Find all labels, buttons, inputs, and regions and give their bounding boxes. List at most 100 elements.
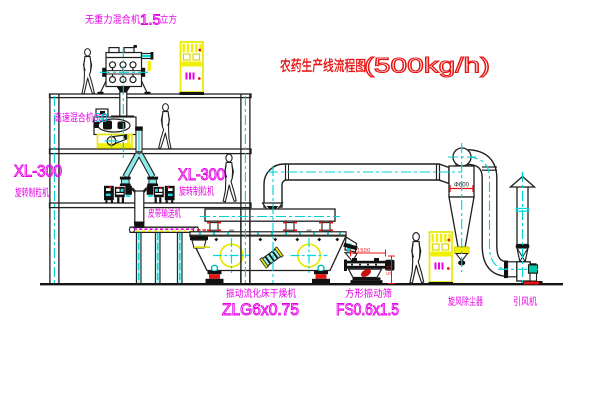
splitter-hopper-right xyxy=(147,176,159,186)
splitter-hopper-left-rect-1 xyxy=(121,178,130,185)
rotary-granulator-left-rect-12 xyxy=(121,197,124,204)
person-ground xyxy=(409,232,425,284)
bed-inlet xyxy=(190,236,210,249)
screen-dimensions xyxy=(350,249,395,284)
high-speed-mixer-rect-9 xyxy=(126,134,131,148)
zero-gravity-mixer-rect-5 xyxy=(123,46,135,54)
vibrating-screen-rect-1 xyxy=(345,260,387,264)
vibrating-screen-group-1 xyxy=(351,263,377,266)
bed-vibration-motor-line-1 xyxy=(264,256,271,264)
exhaust-stack-rect-2 xyxy=(515,244,530,248)
beam-second xyxy=(48,148,252,155)
conveyor-legs xyxy=(135,231,183,285)
diagram-title: 农药生产线流程图 (500kg/h) xyxy=(280,54,491,78)
label-granulator-left-model: XL-300 xyxy=(14,162,62,181)
label-dryer-model: ZLG6x0.75 xyxy=(222,300,299,319)
induced-draft-fan-rect-7 xyxy=(523,281,539,285)
rotary-granulator-right-rect-11 xyxy=(159,197,162,204)
y-splitter-line-3 xyxy=(123,153,140,178)
rotary-granulator-right-rect-2 xyxy=(153,186,164,198)
control-cabinet-upper-group-2 xyxy=(185,72,195,80)
vibrating-screen-group-1-circle-3 xyxy=(367,263,369,266)
bed-crosshair-left xyxy=(213,238,250,273)
rotary-granulator-left-rect-13 xyxy=(126,194,131,197)
exhaust-stack-line-4 xyxy=(516,247,526,262)
label-screen-model: FS0.6x1.5 xyxy=(336,300,399,319)
rotary-granulator-right-rect-6 xyxy=(159,188,163,192)
centerlines xyxy=(53,47,538,284)
control-cabinet-lower-rect-4 xyxy=(430,251,451,257)
rotary-granulator-right-circle-1 xyxy=(167,186,170,189)
bed-bolts-rect-1 xyxy=(214,237,219,242)
high-speed-mixer-line-1 xyxy=(111,134,127,138)
vibrating-screen-rect-6 xyxy=(374,258,379,261)
bed-foot-left-rect-3 xyxy=(205,278,224,284)
control-cabinet-lower xyxy=(428,231,453,285)
vibrating-screen: 1500 541 xyxy=(344,248,395,284)
column-left xyxy=(49,94,60,284)
label-belt-conveyor: 皮带输送机 xyxy=(148,207,181,220)
control-cabinet-upper-group-1-rect-1 xyxy=(182,43,185,53)
cyclone-outlet-pipe xyxy=(467,149,509,277)
rotary-granulator-left-rect-10 xyxy=(110,200,113,204)
control-cabinet-lower-group-1-rect-2 xyxy=(435,233,439,243)
control-cabinet-upper-rect-5 xyxy=(179,92,204,95)
rotary-granulator-left-rect-8 xyxy=(116,193,124,195)
rail-dots-circle-8 xyxy=(312,232,316,235)
building-frame xyxy=(48,93,252,284)
cyclone-outlet-pipe-path-2 xyxy=(467,150,509,276)
splitter-hopper-left-rect-3 xyxy=(119,183,131,186)
exhaust-duct-path-1 xyxy=(263,163,450,208)
bed-foot-right-rect-1 xyxy=(314,271,328,275)
bed-foot-right-circle-1 xyxy=(317,264,325,272)
mixer-discharge-chute-rect-2 xyxy=(135,126,143,131)
zero-gravity-mixer-rect-1 xyxy=(97,91,104,95)
control-cabinet-lower-circle-2 xyxy=(446,267,450,270)
zero-gravity-mixer-rect-2 xyxy=(144,91,151,95)
fluid-bed-dryer xyxy=(188,202,358,284)
title-text: 农药生产线流程图 xyxy=(280,58,366,75)
bed-foot-right-rect-2 xyxy=(315,274,327,279)
high-speed-mixer-rect-6 xyxy=(117,121,126,129)
hood-stubs-group-3 xyxy=(319,220,333,233)
rail-dots-circle-2 xyxy=(212,232,216,235)
high-speed-mixer-rect-8 xyxy=(98,143,131,147)
fluid-bed-dryer-rect-1 xyxy=(204,208,336,222)
rotary-granulator-left-rect-9 xyxy=(105,200,108,204)
y-splitter-rect-1 xyxy=(136,151,142,155)
control-cabinet-lower-rect-5 xyxy=(428,282,453,285)
rail-dots-circle-7 xyxy=(298,232,302,235)
control-cabinet-lower-group-1-rect-3 xyxy=(439,233,443,243)
control-cabinet-upper-group-1-rect-4 xyxy=(195,43,198,53)
vibrating-screen-rect-5 xyxy=(352,258,357,261)
bed-foot-left-rect-2 xyxy=(209,274,220,279)
splitter-hopper-right-rect-1 xyxy=(148,178,157,185)
vibrating-screen-ellipse-1 xyxy=(360,269,372,277)
bed-bolts-rect-5 xyxy=(317,237,322,242)
mixer-discharge-chute xyxy=(135,126,143,155)
rotary-granulator-left-rect-7 xyxy=(120,188,124,192)
zero-gravity-mixer-rect-6 xyxy=(133,45,137,48)
rotary-granulator-right-circle-2 xyxy=(159,186,162,189)
rotary-granulator-right-rect-13 xyxy=(148,194,153,197)
belt-conveyor-circle-1 xyxy=(128,226,136,233)
exhaust-duct xyxy=(263,163,450,208)
vibrating-screen-group-1-circle-2 xyxy=(359,263,361,266)
control-cabinet-upper-group-1-rect-3 xyxy=(190,43,194,53)
fluid-bed-dryer-rect-4 xyxy=(189,231,347,236)
rotary-granulator-right-rect-12 xyxy=(154,197,157,204)
zero-gravity-mixer-rect-4 xyxy=(108,46,120,54)
rail-dots-circle-4 xyxy=(256,232,260,235)
control-cabinet-upper-circle-1 xyxy=(198,48,202,52)
bed-vibration-motor-rect-2 xyxy=(259,257,269,269)
rotary-granulator-right-rect-4 xyxy=(168,188,173,191)
high-speed-mixer-rect-5 xyxy=(103,120,112,130)
control-cabinet-upper-group-1 xyxy=(182,43,202,53)
control-cabinet-lower-group-1-rect-1 xyxy=(431,233,434,243)
person-first-floor xyxy=(222,153,237,203)
rail-dots-circle-6 xyxy=(284,232,288,235)
dim-1500: 1500 xyxy=(357,248,370,254)
label-high-speed-mixer: 高速混合机350 xyxy=(54,111,107,124)
bed-bolts-rect-6 xyxy=(335,237,340,242)
control-cabinet-upper-rect-3 xyxy=(192,53,201,61)
